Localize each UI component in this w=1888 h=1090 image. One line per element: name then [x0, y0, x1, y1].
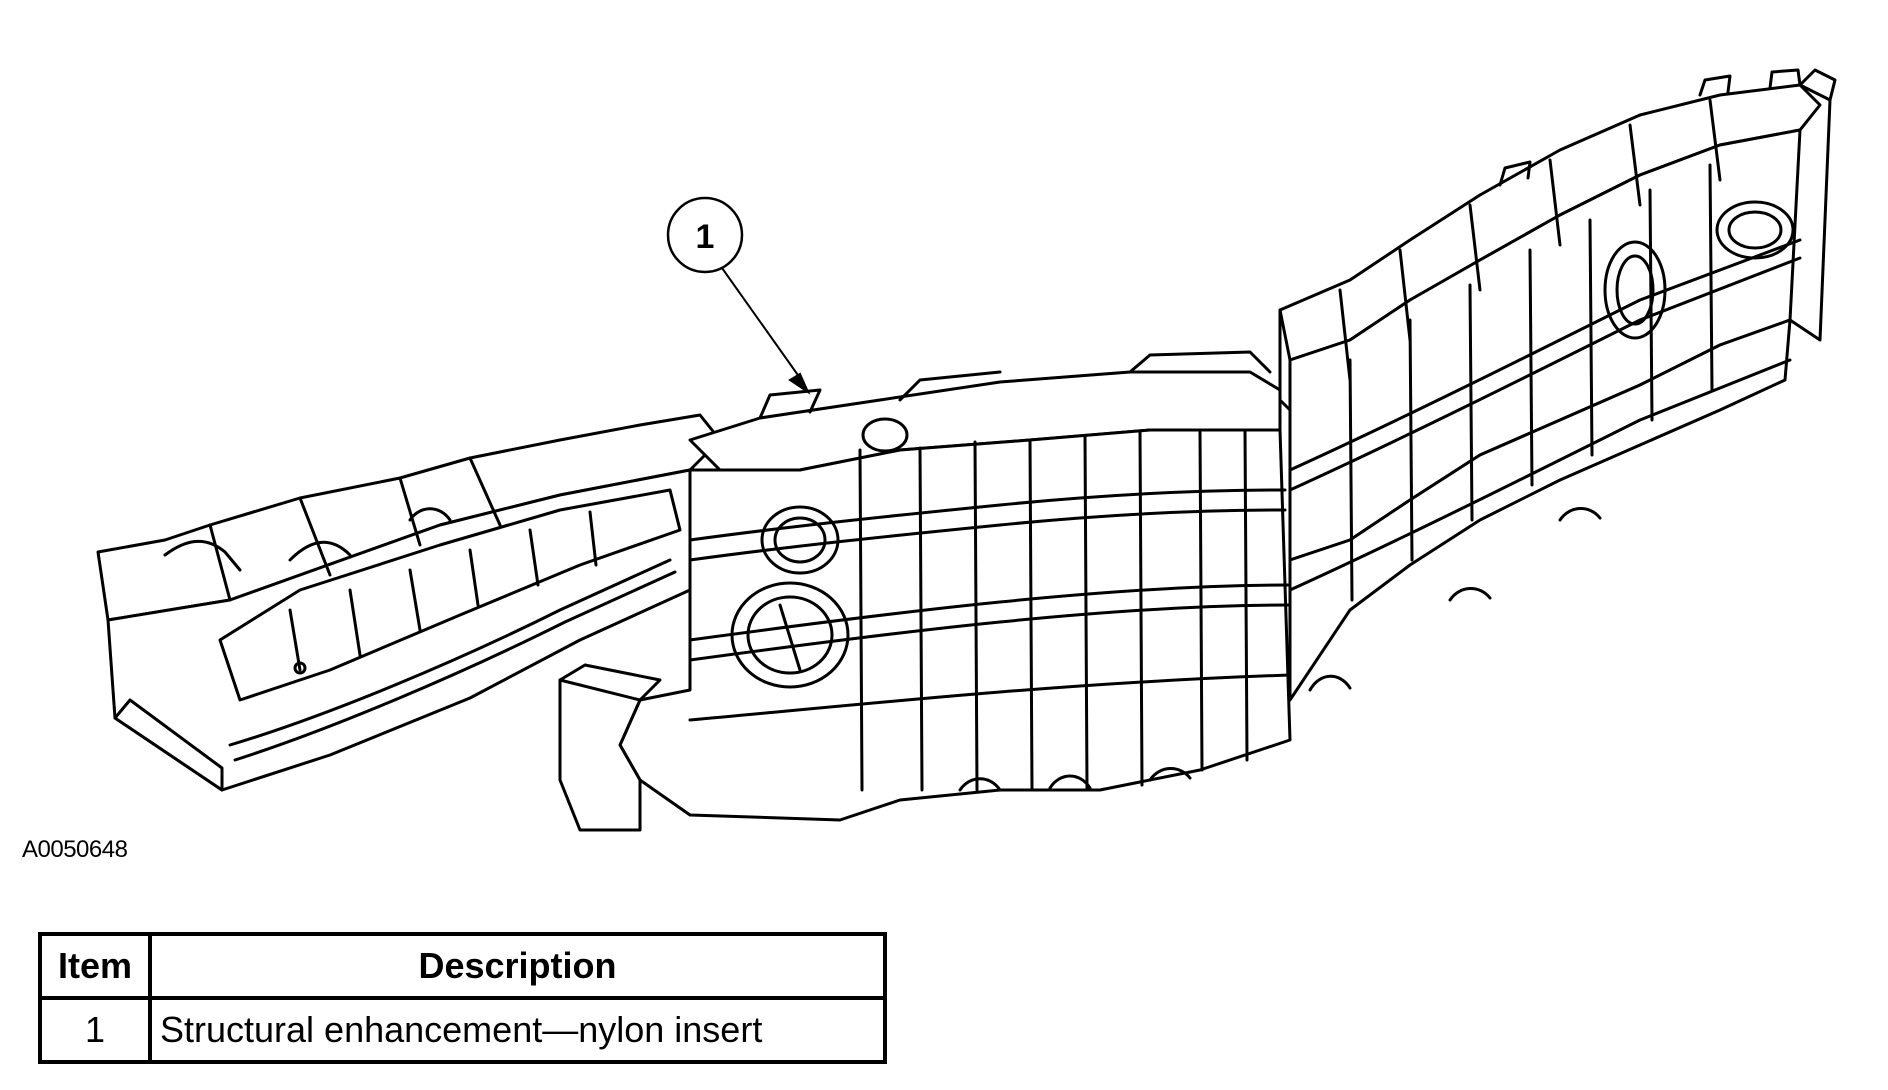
legend-header-row: Item Description [38, 932, 887, 1000]
legend-header-description: Description [148, 932, 887, 1000]
callout-circle [666, 196, 744, 274]
left-arm-part [96, 413, 722, 792]
callout-1: 1 [666, 196, 811, 395]
callout-arrowhead [788, 372, 811, 395]
legend-table: Item Description 1 Structural enhancemen… [38, 932, 887, 1064]
figure-id: A0050648 [22, 836, 128, 863]
legend-cell-description: Structural enhancement—nylon insert [148, 996, 887, 1064]
bumper-insert-illustration: 1 [96, 68, 1837, 832]
callout-number: 1 [696, 218, 715, 256]
right-end-part [1278, 68, 1837, 702]
callout-leader-line [721, 267, 801, 379]
center-body-part [558, 350, 1292, 832]
legend-header-item: Item [38, 932, 152, 1000]
legend-cell-item: 1 [38, 996, 152, 1064]
table-row: 1 Structural enhancement—nylon insert [38, 996, 887, 1064]
